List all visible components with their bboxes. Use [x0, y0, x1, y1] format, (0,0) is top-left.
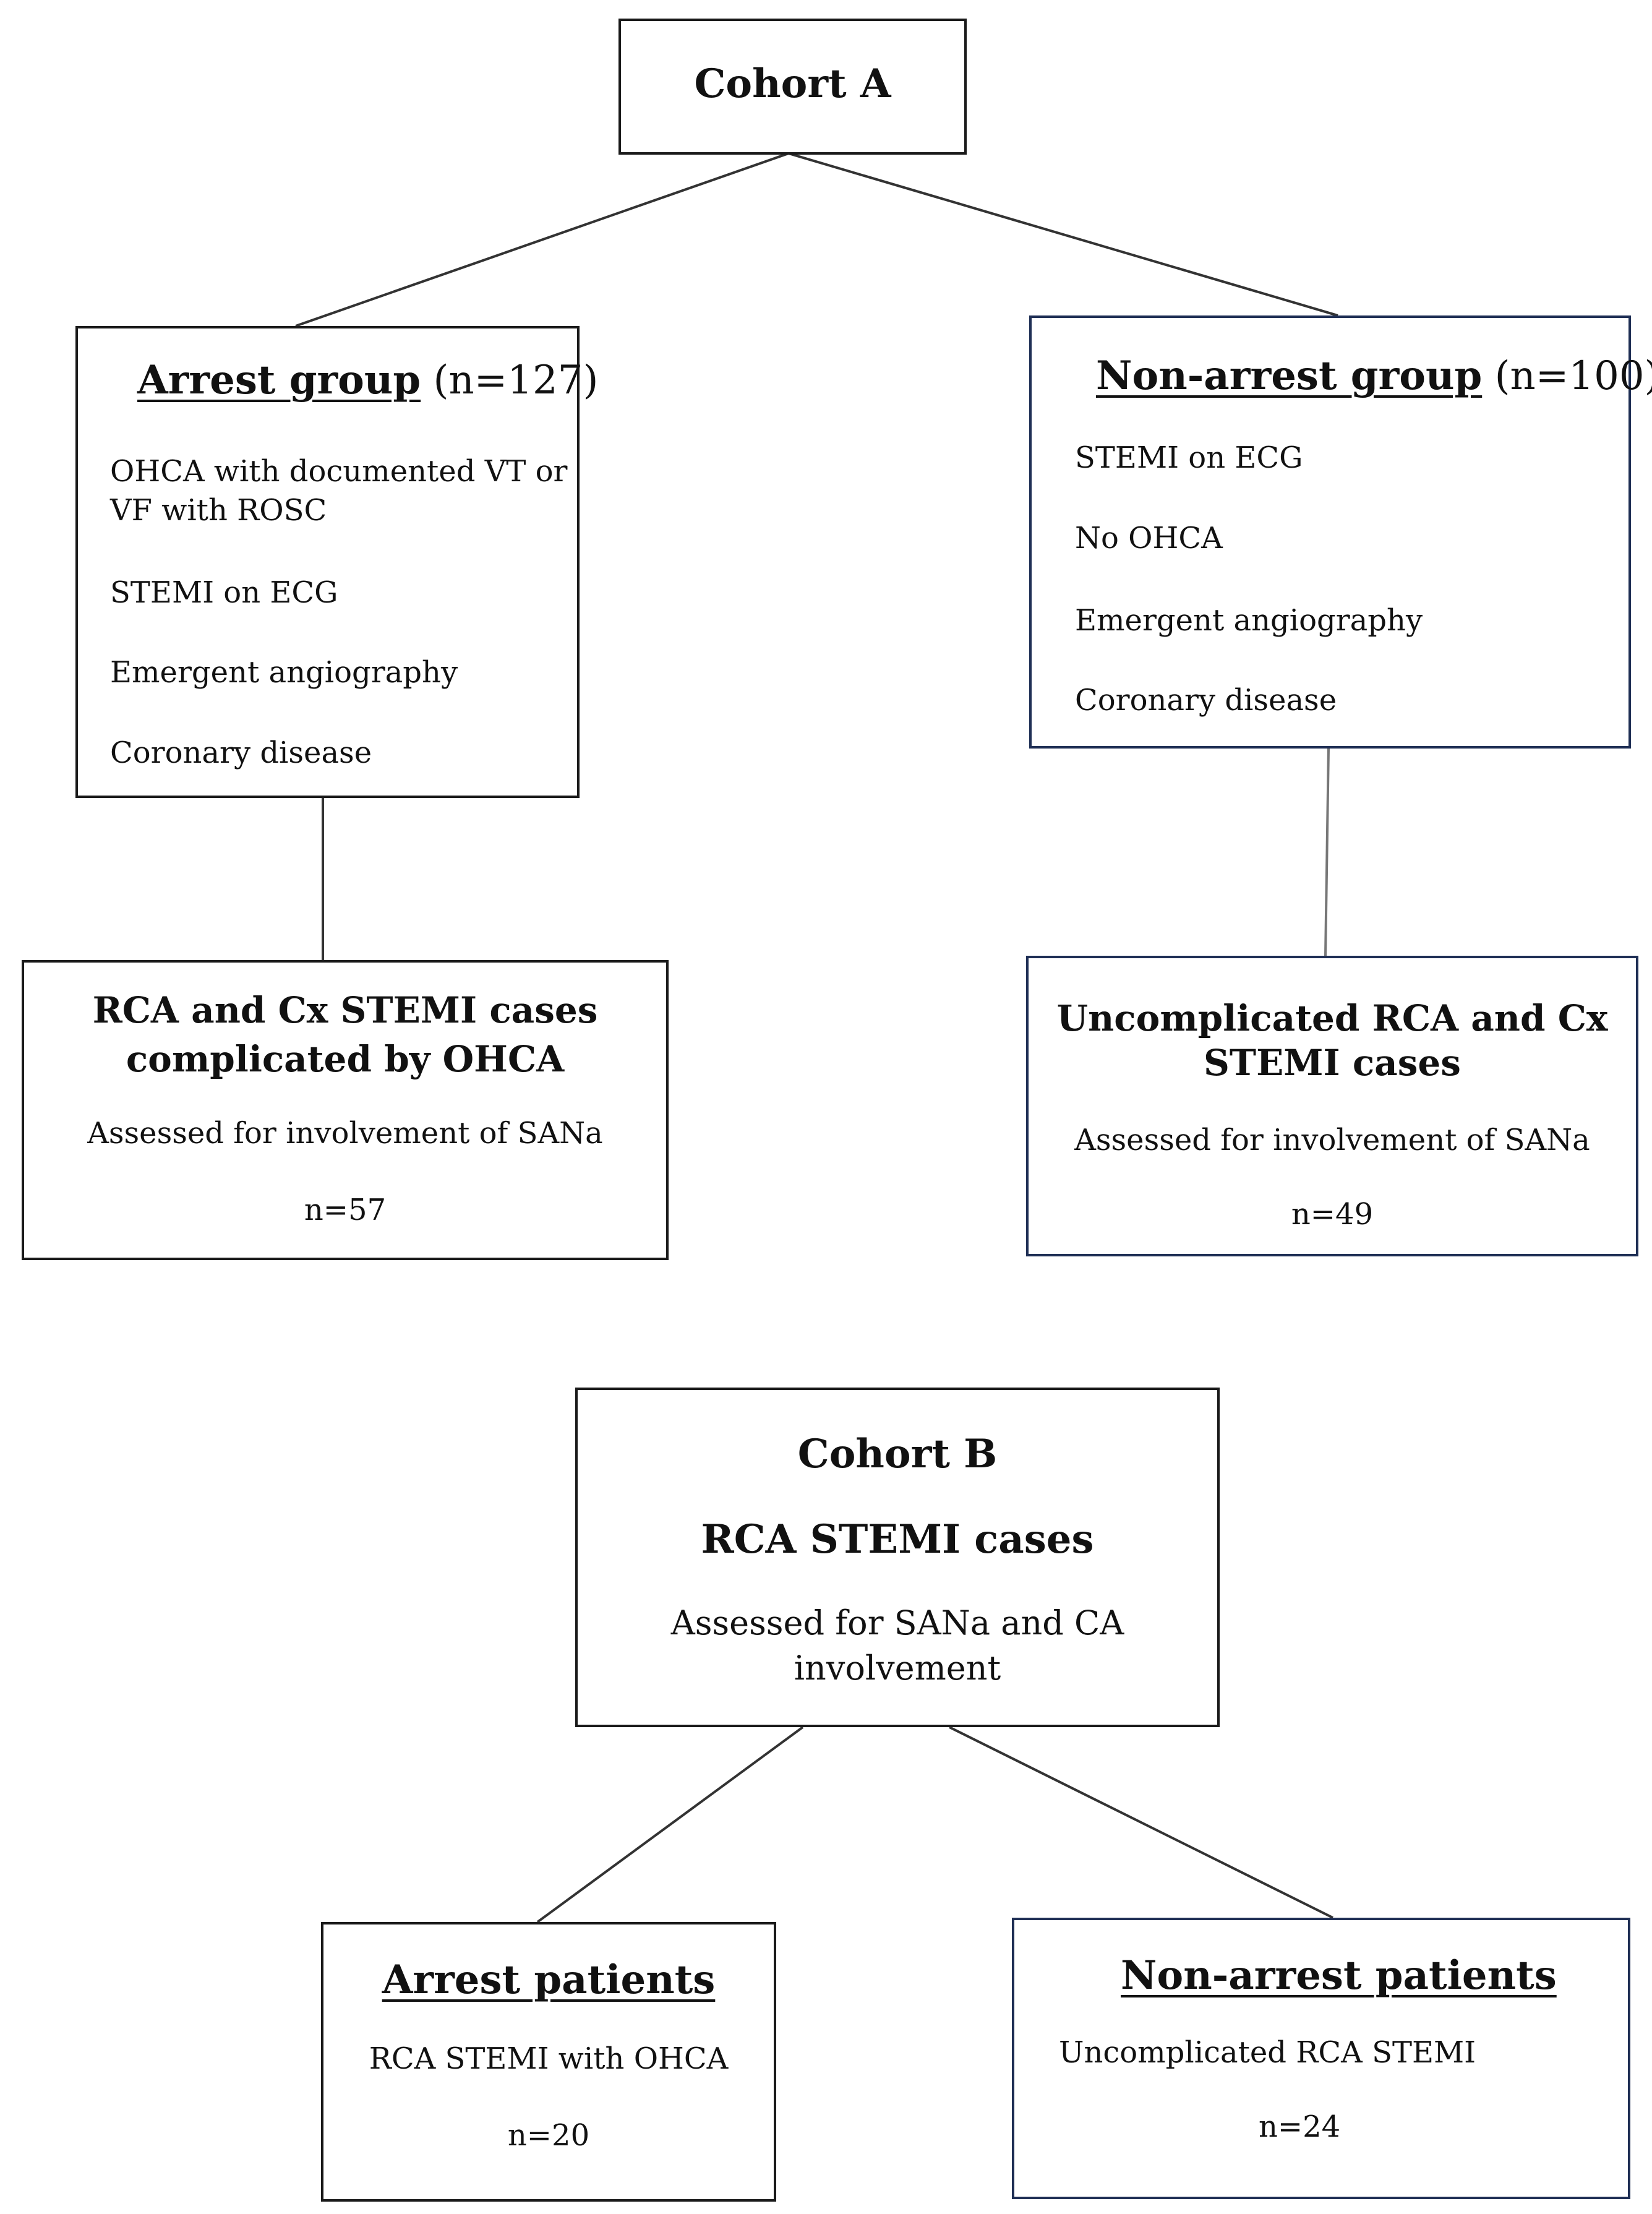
connector-cohort-a-to-arrest — [295, 152, 789, 327]
arrest-group-heading-line: Arrest group (n=127) — [137, 358, 599, 403]
arrest-criterion: OHCA with documented VT or — [110, 454, 568, 489]
non-arrest-criterion: No OHCA — [1075, 521, 1223, 556]
connector-cohort-b-to-non-arrest — [949, 1726, 1333, 1919]
cohort-b-assessed-line2: involvement — [794, 1649, 1001, 1688]
arrest-patients-heading: Arrest patients — [382, 1957, 716, 2003]
non-arrest-patients-heading: Non-arrest patients — [1121, 1952, 1557, 1999]
cohort-a-box: Cohort A — [618, 19, 967, 155]
arrest-outcome-assessed: Assessed for involvement of SANa — [87, 1116, 603, 1151]
cohort-b-subtitle: RCA STEMI cases — [701, 1516, 1094, 1563]
non-arrest-criterion: Coronary disease — [1075, 683, 1337, 718]
non-arrest-outcome-assessed: Assessed for involvement of SANa — [1074, 1123, 1590, 1157]
arrest-criterion: Emergent angiography — [110, 655, 458, 690]
cohort-b-box: Cohort B RCA STEMI cases Assessed for SA… — [575, 1388, 1220, 1727]
non-arrest-outcome-title-line2: STEMI cases — [1204, 1042, 1461, 1084]
arrest-outcome-box: RCA and Cx STEMI cases complicated by OH… — [22, 960, 669, 1260]
arrest-patients-desc: RCA STEMI with OHCA — [369, 2041, 729, 2076]
connector-cohort-a-to-non-arrest — [788, 152, 1338, 317]
connector-non-arrest-to-outcome — [1324, 748, 1330, 956]
arrest-criterion: Coronary disease — [110, 736, 372, 770]
arrest-group-box: Arrest group (n=127) OHCA with documente… — [75, 326, 598, 798]
arrest-group-heading: Arrest group — [137, 357, 421, 403]
non-arrest-patients-desc: Uncomplicated RCA STEMI — [1059, 2035, 1476, 2070]
arrest-outcome-n: n=57 — [304, 1193, 387, 1227]
non-arrest-group-count: (n=100) — [1482, 353, 1652, 399]
non-arrest-group-box: Non-arrest group (n=100) STEMI on ECG No… — [1029, 315, 1652, 749]
arrest-patients-box: Arrest patients RCA STEMI with OHCA n=20 — [321, 1922, 776, 2202]
cohort-a-title: Cohort A — [694, 61, 891, 107]
cohort-b-title: Cohort B — [797, 1431, 998, 1477]
non-arrest-criterion: STEMI on ECG — [1075, 440, 1303, 475]
arrest-criterion: STEMI on ECG — [110, 575, 338, 610]
cohort-b-assessed-line1: Assessed for SANa and CA — [670, 1603, 1124, 1642]
non-arrest-patients-box: Non-arrest patients Uncomplicated RCA ST… — [1012, 1918, 1630, 2199]
non-arrest-group-heading: Non-arrest group — [1096, 353, 1483, 399]
non-arrest-criterion: Emergent angiography — [1075, 603, 1423, 638]
arrest-criterion: VF with ROSC — [110, 493, 327, 528]
non-arrest-outcome-title-line1: Uncomplicated RCA and Cx — [1056, 997, 1608, 1039]
arrest-outcome-title-line2: complicated by OHCA — [126, 1038, 565, 1080]
non-arrest-patients-n: n=24 — [1259, 2109, 1341, 2144]
connector-cohort-b-to-arrest — [536, 1726, 804, 1923]
arrest-outcome-title-line1: RCA and Cx STEMI cases — [92, 989, 598, 1031]
non-arrest-outcome-n: n=49 — [1291, 1197, 1374, 1232]
non-arrest-group-heading-line: Non-arrest group (n=100) — [1096, 353, 1652, 399]
non-arrest-outcome-box: Uncomplicated RCA and Cx STEMI cases Ass… — [1026, 956, 1638, 1256]
arrest-patients-n: n=20 — [507, 2118, 590, 2153]
arrest-group-count: (n=127) — [421, 358, 599, 403]
